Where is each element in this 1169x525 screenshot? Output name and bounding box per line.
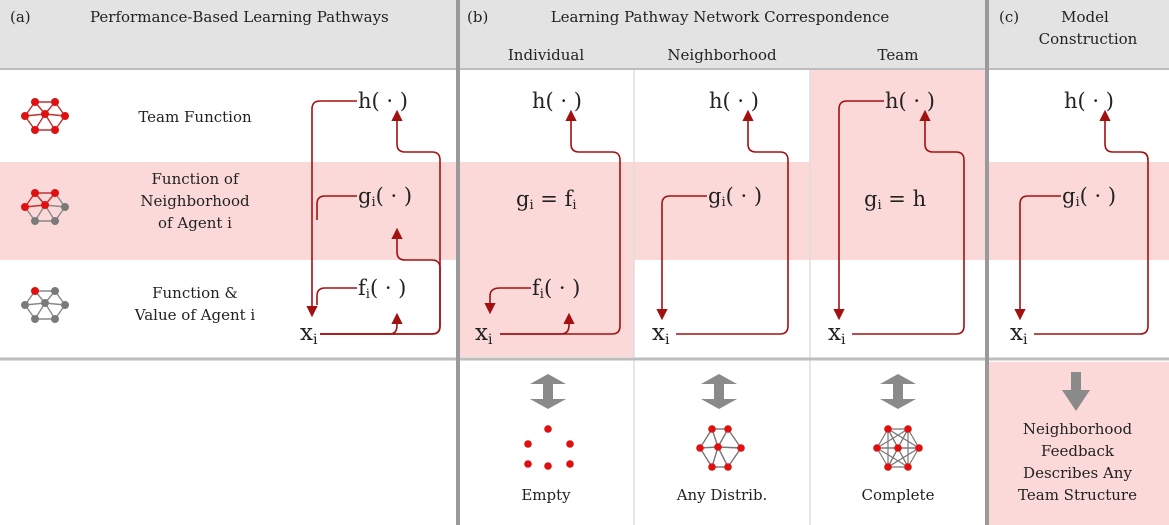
panel-b-tag: (b) [467, 8, 489, 26]
network-node [51, 189, 59, 197]
panel-a-title: Performance-Based Learning Pathways [90, 8, 389, 26]
h-function: h( · ) [358, 89, 408, 113]
network-node [873, 444, 881, 452]
panel-a-tag: (a) [10, 8, 31, 26]
x-value: xi [828, 320, 846, 348]
individual-pathways [484, 109, 621, 335]
graph-label-complete: Complete [861, 486, 935, 504]
g-function: gi( · ) [708, 184, 763, 210]
individual-cell-highlight [458, 162, 634, 357]
network-node [884, 463, 892, 471]
construction-pathways [1014, 109, 1149, 335]
h-function: h( · ) [709, 89, 759, 113]
row-label-neighborhood-2: Neighborhood [140, 192, 250, 210]
row-label-neighborhood-1: Function of [151, 170, 239, 188]
any-distrib-graph-icon [696, 425, 745, 471]
agent-network-icon [21, 287, 69, 323]
construction-text-3: Describes Any [1023, 464, 1132, 482]
panel-a-pathways [306, 100, 441, 335]
construction-text-1: Neighborhood [1022, 420, 1133, 438]
panel-c-title-line2: Construction [1038, 30, 1138, 48]
team-network-icon [21, 98, 69, 134]
panel-c-title-line1: Model [1061, 8, 1109, 26]
col-team-header: Team [877, 46, 919, 64]
network-node [51, 287, 59, 295]
f-function: fi( · ) [358, 276, 407, 302]
network-node [884, 425, 892, 433]
network-node [31, 287, 39, 295]
f-function: fi( · ) [532, 276, 581, 302]
g-equals-h: gi = h [864, 187, 927, 213]
empty-graph-icon [524, 425, 574, 470]
h-function: h( · ) [885, 89, 935, 113]
network-node [51, 217, 59, 225]
network-node [61, 112, 69, 120]
network-node [51, 315, 59, 323]
double-arrow-icon [530, 374, 566, 409]
down-arrow-icon [1062, 372, 1090, 411]
construction-text-2: Feedback [1041, 442, 1114, 460]
col-neighborhood-header: Neighborhood [667, 46, 777, 64]
panel-c-tag: (c) [999, 8, 1020, 26]
network-node [904, 425, 912, 433]
network-node [904, 463, 912, 471]
graph-label-empty: Empty [521, 486, 571, 504]
g-equals-f: gi = fi [516, 187, 577, 213]
neighborhood-network-icon [21, 189, 69, 225]
network-edge [876, 428, 909, 449]
network-node [41, 201, 49, 209]
network-node [31, 98, 39, 106]
g-function: gi( · ) [358, 184, 413, 210]
panel-b-title: Learning Pathway Network Correspondence [550, 8, 890, 26]
network-node [61, 301, 69, 309]
h-function: h( · ) [532, 89, 582, 113]
network-node [31, 315, 39, 323]
row-label-agent-2: Value of Agent i [134, 306, 256, 324]
row-label-agent-1: Function & [152, 284, 238, 302]
network-node [41, 110, 49, 118]
team-pathways [833, 100, 965, 335]
network-node [51, 98, 59, 106]
complete-graph-icon [873, 425, 923, 471]
header-band [0, 0, 1169, 69]
x-value: xi [475, 320, 493, 348]
network-node [51, 126, 59, 134]
network-node [41, 299, 49, 307]
graph-label-any: Any Distrib. [676, 486, 768, 504]
network-node [21, 203, 29, 211]
x-value: xi [1010, 320, 1028, 348]
neighborhood-pathways [656, 109, 789, 335]
g-function: gi( · ) [1062, 184, 1117, 210]
row-label-neighborhood-3: of Agent i [158, 214, 232, 232]
network-node [31, 217, 39, 225]
x-value: xi [300, 320, 318, 348]
construction-text-4: Team Structure [1018, 486, 1137, 504]
double-arrow-icon [880, 374, 916, 409]
row-label-team: Team Function [138, 108, 252, 126]
network-node [31, 189, 39, 197]
network-node [31, 126, 39, 134]
network-node [915, 444, 923, 452]
col-individual-header: Individual [507, 46, 585, 64]
x-value: xi [652, 320, 670, 348]
double-arrow-icon [701, 374, 737, 409]
network-node [21, 112, 29, 120]
network-node [61, 203, 69, 211]
network-node [21, 301, 29, 309]
h-function: h( · ) [1064, 89, 1114, 113]
network-node [894, 444, 902, 452]
